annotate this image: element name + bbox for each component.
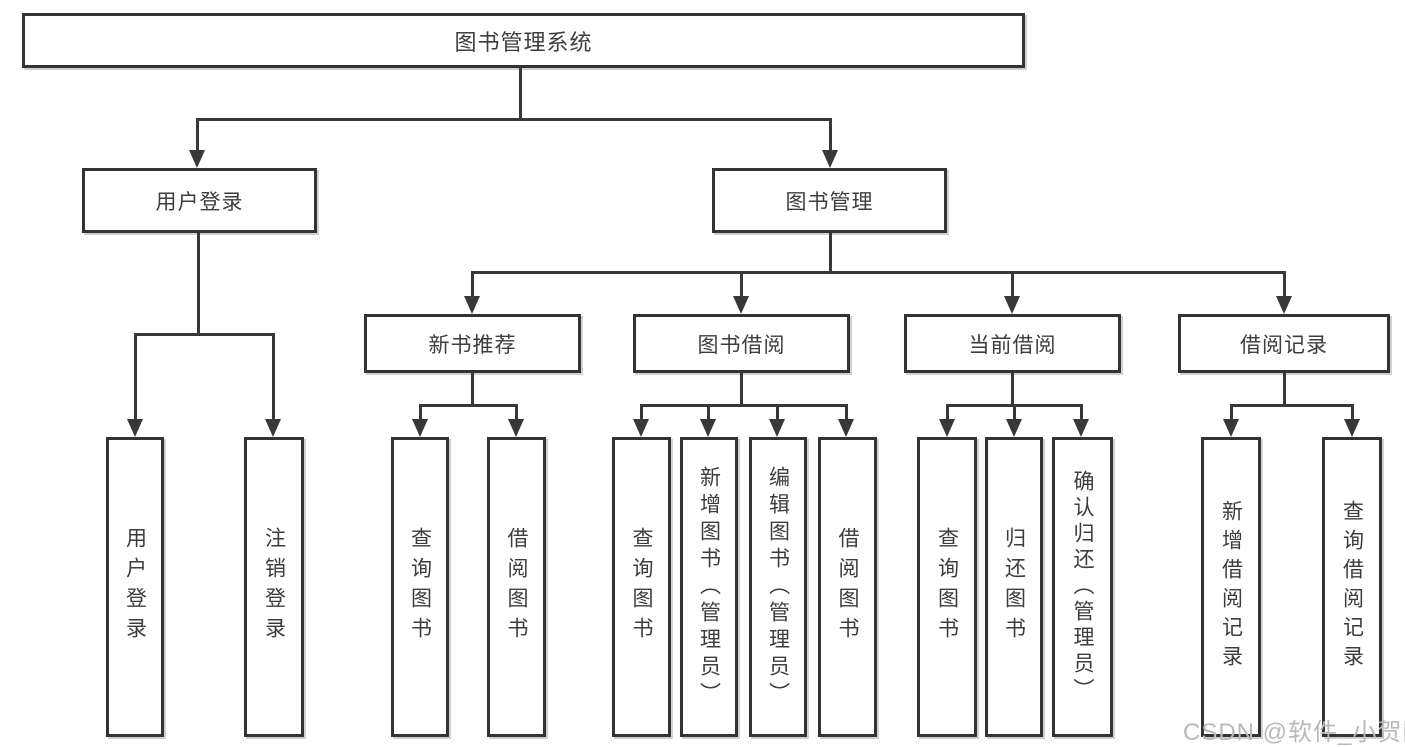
leaf-logout: 注销登录	[244, 437, 304, 737]
connector-newbook-rail	[419, 404, 518, 407]
node-new-book-recommendation: 新书推荐	[364, 314, 581, 373]
connector-borrow-c2	[776, 404, 779, 421]
leaf-records-query-record: 查询借阅记录	[1322, 437, 1382, 737]
arrowhead-borrow-records	[1276, 296, 1292, 314]
connector-to-book-management	[829, 118, 832, 152]
arrowhead-current-borrow	[1004, 296, 1020, 314]
connector-borrow-c1	[707, 404, 710, 421]
connector-newbook-stem	[471, 373, 474, 406]
csdn-watermark: CSDN @软件_小贺同学	[1183, 719, 1405, 746]
connector-current-c0	[946, 404, 949, 421]
arrowhead-login-leaf	[127, 419, 143, 437]
node-book-borrowing: 图书借阅	[633, 314, 850, 373]
connector-records-rail	[1230, 404, 1353, 407]
arrowhead-current-c2	[1073, 419, 1089, 437]
arrowhead-borrow-c1	[700, 419, 716, 437]
connector-level1-rail	[196, 118, 832, 121]
connector-records-c1	[1351, 404, 1354, 421]
connector-records-c0	[1230, 404, 1233, 421]
connector-level3-rail	[471, 271, 1286, 274]
arrowhead-newbook-c1	[508, 419, 524, 437]
arrowhead-newbook-c0	[412, 419, 428, 437]
connector-to-new-book	[471, 271, 474, 298]
arrowhead-borrow-c2	[769, 419, 785, 437]
arrowhead-current-c0	[939, 419, 955, 437]
connector-borrow-stem	[740, 373, 743, 406]
connector-root-stem	[519, 68, 522, 118]
arrowhead-borrow-c0	[633, 419, 649, 437]
connector-to-book-borrow	[740, 271, 743, 298]
connector-borrow-c3	[845, 404, 848, 421]
leaf-current-return-books: 归还图书	[985, 437, 1043, 737]
node-borrowing-records: 借阅记录	[1178, 314, 1390, 373]
leaf-newbook-borrow-books: 借阅图书	[487, 437, 546, 737]
node-library-management-system: 图书管理系统	[22, 13, 1025, 68]
leaf-current-query-books: 查询图书	[917, 437, 977, 737]
connector-to-current-borrow	[1011, 271, 1014, 298]
connector-borrow-rail	[640, 404, 848, 407]
connector-borrow-c0	[640, 404, 643, 421]
node-current-borrowing: 当前借阅	[904, 314, 1121, 373]
connector-records-stem	[1283, 373, 1286, 406]
arrowhead-borrow-c3	[838, 419, 854, 437]
arrowhead-current-c1	[1006, 419, 1022, 437]
connector-user-login-rail	[134, 333, 275, 336]
arrowhead-new-book	[464, 296, 480, 314]
leaf-borrow-query-books: 查询图书	[612, 437, 671, 737]
arrowhead-logout-leaf	[265, 419, 281, 437]
leaf-newbook-query-books: 查询图书	[391, 437, 449, 737]
connector-to-logout-leaf	[272, 333, 275, 421]
connector-current-c2	[1080, 404, 1083, 421]
node-book-management: 图书管理	[712, 168, 947, 233]
connector-newbook-c1	[515, 404, 518, 421]
leaf-borrow-edit-books-admin: 编辑图书（管理员）	[749, 437, 807, 737]
leaf-records-add-record: 新增借阅记录	[1201, 437, 1261, 737]
connector-to-user-login	[196, 118, 199, 152]
arrowhead-book-borrow	[733, 296, 749, 314]
arrowhead-book-management	[822, 150, 838, 168]
connector-book-management-stem	[829, 233, 832, 274]
connector-newbook-c0	[419, 404, 422, 421]
connector-user-login-stem	[197, 233, 200, 335]
arrowhead-user-login	[189, 150, 205, 168]
arrowhead-records-c1	[1344, 419, 1360, 437]
leaf-borrow-add-books-admin: 新增图书（管理员）	[680, 437, 738, 737]
leaf-user-login: 用户登录	[106, 437, 164, 737]
connector-to-borrow-records	[1283, 271, 1286, 298]
connector-to-login-leaf	[134, 333, 137, 421]
arrowhead-records-c0	[1223, 419, 1239, 437]
connector-current-c1	[1013, 404, 1016, 421]
node-user-login: 用户登录	[82, 168, 317, 233]
leaf-borrow-borrow-books: 借阅图书	[818, 437, 877, 737]
leaf-current-confirm-return-admin: 确认归还（管理员）	[1052, 437, 1113, 737]
connector-current-stem	[1011, 373, 1014, 406]
